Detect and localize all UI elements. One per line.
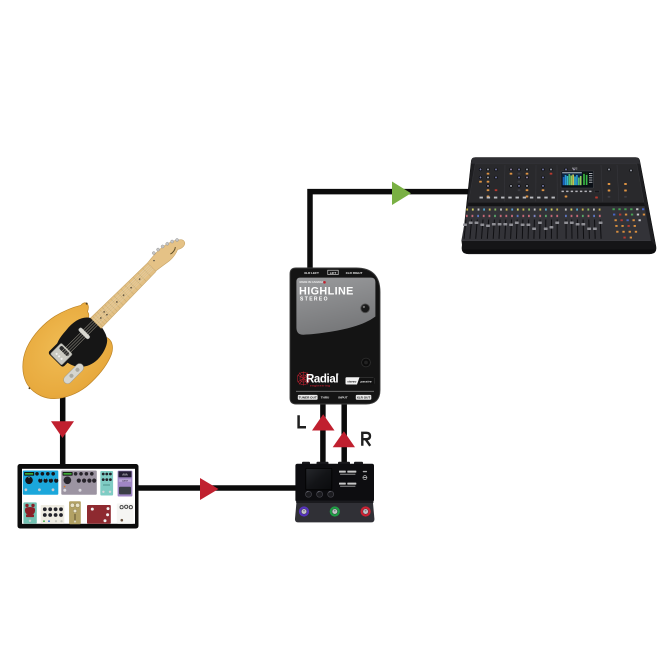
svg-text:STEREO: STEREO: [300, 297, 329, 303]
svg-text:®: ®: [337, 373, 340, 377]
svg-text:MADE IN CANADA: MADE IN CANADA: [300, 280, 324, 284]
svg-text:ΛΛΛ: ΛΛΛ: [122, 472, 127, 476]
svg-text:INPUT: INPUT: [338, 396, 347, 400]
svg-text:M32: M32: [572, 167, 578, 171]
svg-text:DASH: DASH: [122, 479, 128, 482]
svg-text:TUNER OUT: TUNER OUT: [299, 396, 317, 400]
svg-text:stereo: stereo: [347, 379, 356, 383]
svg-text:Radial: Radial: [306, 373, 338, 385]
svg-text:HIGHLINE: HIGHLINE: [299, 286, 354, 298]
svg-text:THRU: THRU: [321, 396, 330, 400]
svg-text:LIFT: LIFT: [330, 271, 337, 275]
svg-text:XLR LEFT: XLR LEFT: [304, 271, 319, 275]
svg-text:passive: passive: [359, 379, 371, 383]
svg-text:XLR RIGHT: XLR RIGHT: [346, 271, 363, 275]
svg-text:engineering: engineering: [310, 384, 330, 388]
svg-text:XLR OUT: XLR OUT: [357, 396, 371, 400]
